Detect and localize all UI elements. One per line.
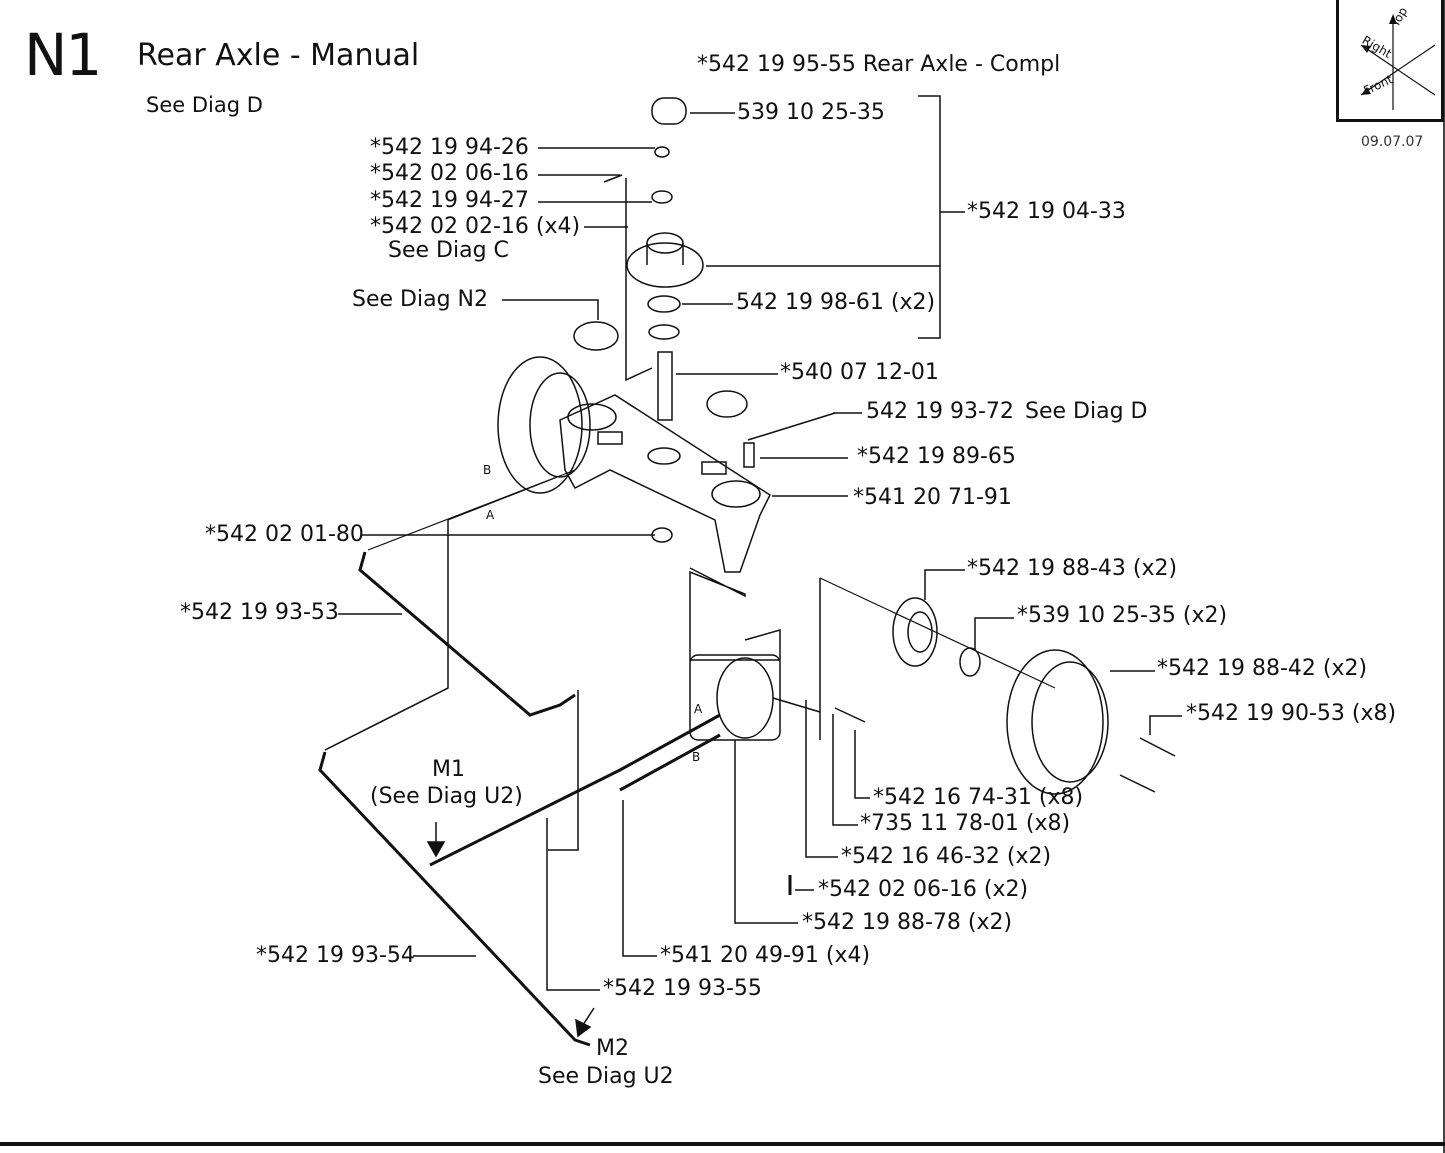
callout-motor: *542 19 88-78 (x2): [802, 910, 1013, 935]
callout-bolt-long: 542 19 93-72: [866, 399, 1014, 424]
hose-c-shape: [429, 713, 721, 867]
top-washer-shape: [651, 190, 673, 204]
orientation-axes-icon: [1360, 14, 1436, 110]
bottom-rule: [0, 1142, 1445, 1146]
callout-screw-motor: *542 16 74-31 (x8): [873, 785, 1084, 810]
right-cap-shape: [959, 647, 981, 677]
bearing-lower-shape: [648, 324, 680, 340]
callout-hub-right: *542 19 88-43 (x2): [967, 556, 1178, 581]
lock-nut-shape: [651, 527, 673, 543]
port-a-motor: A: [694, 702, 703, 716]
page-title: Rear Axle - Manual: [137, 38, 420, 73]
section-break-housing: [689, 567, 781, 661]
orientation-box: Top Right Front: [1336, 0, 1444, 122]
leader-key-motor: [805, 700, 838, 858]
right-wheel-shape: [1006, 649, 1104, 795]
diagram-code: N1: [24, 21, 102, 89]
long-bolt-shape: [747, 412, 836, 441]
leader-motor: [734, 740, 798, 924]
leader-see-diag-n2: [502, 299, 599, 320]
callout-m1-see: (See Diag U2): [370, 784, 523, 809]
callout-m2: M2: [596, 1036, 629, 1061]
see-diagram-reference: See Diag D: [146, 93, 263, 117]
callout-pin-top: *542 02 06-16: [370, 161, 529, 186]
bracket-kit-hub: [918, 95, 941, 339]
callout-see-diag-d: See Diag D: [1025, 399, 1148, 424]
section-break-fitting: [548, 690, 579, 851]
m2-arrow-icon: [575, 1018, 592, 1038]
callout-m1: M1: [432, 757, 465, 782]
leader-hose-c: [546, 818, 600, 991]
hub-flange-shape: [626, 242, 704, 288]
callout-hose-a: *542 19 93-53: [180, 600, 339, 625]
callout-pin-motor: *542 02 06-16 (x2): [818, 877, 1029, 902]
port-b-motor: B: [692, 750, 701, 764]
callout-washer-motor: *735 11 78-01 (x8): [860, 811, 1071, 836]
leader-bolt-wheel: [1149, 715, 1182, 735]
callout-m2-see: See Diag U2: [538, 1064, 674, 1089]
callout-hose-b: *542 19 93-54: [256, 943, 415, 968]
callout-bearing: 542 19 98-61 (x2): [736, 290, 936, 315]
callout-key-motor: *542 16 46-32 (x2): [841, 844, 1052, 869]
callout-hose-c: *542 19 93-55: [603, 976, 762, 1001]
port-b-left: B: [483, 463, 492, 477]
leader-screw-motor: [854, 730, 870, 799]
callout-fitting: *541 20 49-91 (x4): [660, 943, 871, 968]
small-pin-shape: [743, 442, 755, 468]
section-break-hose: [324, 520, 449, 751]
callout-spindle: *540 07 12-01: [780, 360, 939, 385]
callout-cap-right: *539 10 25-35 (x2): [1017, 603, 1228, 628]
callout-nut-top: *542 19 94-26: [370, 135, 529, 160]
bearing-upper-shape: [647, 295, 681, 313]
revision-date: 09.07.07: [1361, 134, 1424, 150]
callout-bolt-wheel: *542 19 90-53 (x8): [1186, 701, 1397, 726]
top-nut-shape: [654, 146, 670, 158]
hydraulic-motor-shape: [689, 654, 781, 741]
leader-hub-right: [924, 569, 965, 600]
cap-left-shape: [573, 321, 619, 351]
callout-kit-hub: *542 19 04-33: [967, 199, 1126, 224]
callout-cap-top: 539 10 25-35: [737, 100, 885, 125]
axle-housing-shape: [559, 394, 771, 573]
callout-bolt-hub: *542 02 02-16 (x4): [370, 214, 581, 239]
callout-wheel-right: *542 19 88-42 (x2): [1157, 656, 1368, 681]
callout-pin-small: *542 19 89-65: [857, 444, 1016, 469]
right-hub-shape: [892, 597, 938, 667]
leader-fitting: [622, 800, 657, 957]
callout-rear-axle-compl: *542 19 95-55 Rear Axle - Compl: [697, 52, 1061, 77]
top-pin-shape: [603, 174, 623, 183]
wheel-bolt-shape: [1139, 737, 1176, 757]
motor-screw-shape: [834, 707, 866, 723]
callout-see-diag-n2: See Diag N2: [352, 287, 488, 312]
port-a-left: A: [486, 508, 495, 522]
spindle-shape: [657, 351, 673, 421]
cap-middle-shape: [706, 390, 748, 418]
leader-pin-line: [625, 178, 653, 382]
hose-a-shape: [358, 551, 576, 717]
callout-nut-lock: *542 02 01-80: [205, 522, 364, 547]
callout-see-diag-c: See Diag C: [388, 238, 509, 263]
callout-washer-top: *542 19 94-27: [370, 188, 529, 213]
leader-washer-motor: [832, 714, 858, 826]
top-cap-shape: [651, 97, 687, 125]
m1-arrow-icon: [426, 841, 446, 858]
leader-cap-right: [974, 617, 1014, 650]
left-wheel-shape: [497, 356, 583, 494]
callout-axle-housing: *541 20 71-91: [853, 485, 1012, 510]
hose-b-shape: [318, 751, 591, 1047]
